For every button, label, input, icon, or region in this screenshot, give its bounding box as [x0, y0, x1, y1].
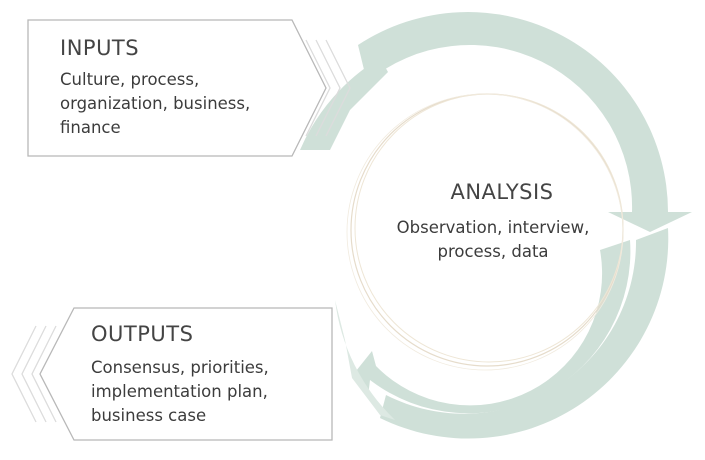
outputs-line: Consensus, priorities, [91, 358, 269, 377]
cycle-arrow-band-top-left [300, 58, 388, 150]
outputs-title: OUTPUTS [91, 322, 194, 346]
cycle-arrow-band-right [380, 228, 669, 439]
outputs-description: Consensus, priorities, implementation pl… [91, 356, 269, 428]
outputs-box [39, 307, 333, 441]
inputs-chevrons [305, 39, 351, 137]
outputs-line: business case [91, 406, 207, 425]
inputs-line: Culture, process, [60, 70, 200, 89]
inputs-description: Culture, process, organization, business… [60, 68, 250, 140]
analysis-line: process, data [437, 242, 549, 261]
analysis-circle [346, 93, 624, 371]
cycle-arrow-band [358, 12, 692, 233]
analysis-description: Observation, interview, process, data [362, 216, 624, 264]
outputs-chevrons [11, 325, 57, 423]
inputs-line: organization, business, [60, 94, 251, 113]
outputs-line: implementation plan, [91, 382, 268, 401]
inputs-title: INPUTS [60, 36, 140, 60]
analysis-line: Observation, interview, [396, 218, 590, 237]
cycle-arrow-band-lower [352, 240, 631, 414]
analysis-title: ANALYSIS [450, 180, 554, 204]
inputs-box [27, 19, 327, 157]
inputs-line: finance [60, 118, 121, 137]
